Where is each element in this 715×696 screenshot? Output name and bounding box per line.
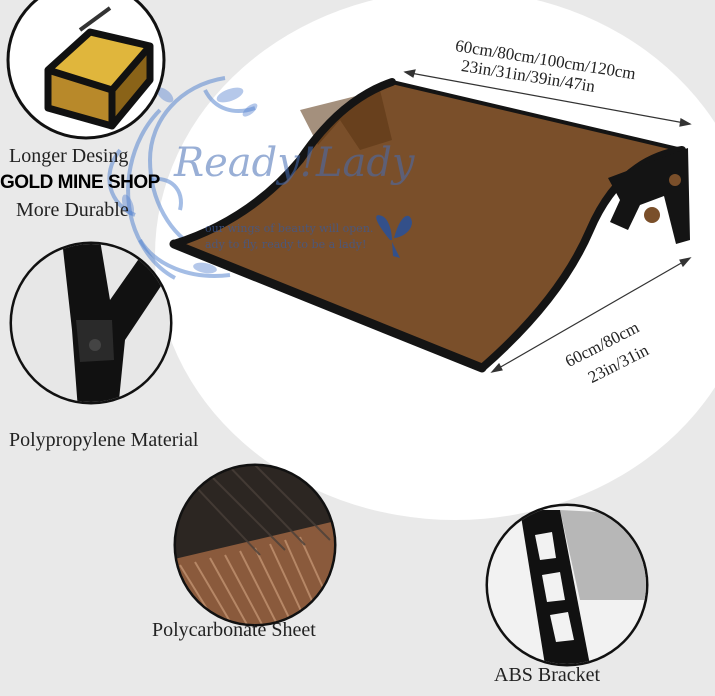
awning-frame <box>169 78 686 373</box>
polycarbonate-sheet-closeup <box>176 466 334 624</box>
floral-leaves <box>121 87 258 274</box>
dimension-arrows <box>403 69 692 373</box>
side-bracket <box>608 148 690 244</box>
abs-bracket-closeup <box>488 506 646 664</box>
polypropylene-bracket-closeup <box>12 244 170 402</box>
label-more-durable: More Durable <box>16 199 129 221</box>
label-polycarbonate: Polycarbonate Sheet <box>152 619 316 641</box>
watermark-tagline-2: ady to fly, ready to be a lady! <box>205 238 367 251</box>
awning-sheet <box>174 82 682 368</box>
gold-bar-icon <box>44 6 154 130</box>
butterfly-icon <box>376 215 412 258</box>
watermark-title: Ready!Lady <box>174 140 415 186</box>
label-polypropylene: Polypropylene Material <box>9 429 199 451</box>
floral-watermark <box>107 76 256 280</box>
watermark-tagline-1: our wings of beauty will open. <box>205 222 374 235</box>
label-abs-bracket: ABS Bracket <box>494 664 601 686</box>
label-longer-design: Longer Desing <box>9 145 129 167</box>
shop-watermark: GOLD MINE SHOP <box>0 172 160 193</box>
